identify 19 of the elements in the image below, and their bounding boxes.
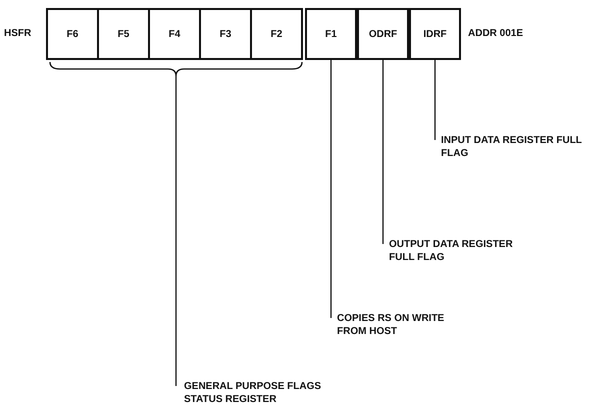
callout-text: GENERAL PURPOSE FLAGS STATUS REGISTER bbox=[184, 380, 334, 406]
callout-text: COPIES RS ON WRITE FROM HOST bbox=[337, 312, 467, 338]
callout-text: INPUT DATA REGISTER FULL FLAG bbox=[441, 134, 591, 160]
register-bit-cell: IDRF bbox=[409, 8, 461, 60]
register-address: ADDR 001E bbox=[468, 28, 524, 39]
register-bit-cell: F6 bbox=[46, 8, 99, 60]
register-bit-cell: F1 bbox=[305, 8, 357, 60]
register-bit-cell: F2 bbox=[250, 8, 303, 60]
register-name: HSFR bbox=[4, 28, 32, 39]
bracket bbox=[49, 62, 303, 77]
register-bit-cell: F3 bbox=[199, 8, 252, 60]
leader-line bbox=[434, 60, 436, 140]
leader-line bbox=[175, 76, 177, 386]
register-bit-cell: ODRF bbox=[357, 8, 409, 60]
leader-line bbox=[382, 60, 384, 244]
leader-line bbox=[330, 60, 332, 318]
register-bit-cell: F5 bbox=[97, 8, 150, 60]
register-bit-cell: F4 bbox=[148, 8, 201, 60]
callout-text: OUTPUT DATA REGISTER FULL FLAG bbox=[389, 238, 529, 264]
